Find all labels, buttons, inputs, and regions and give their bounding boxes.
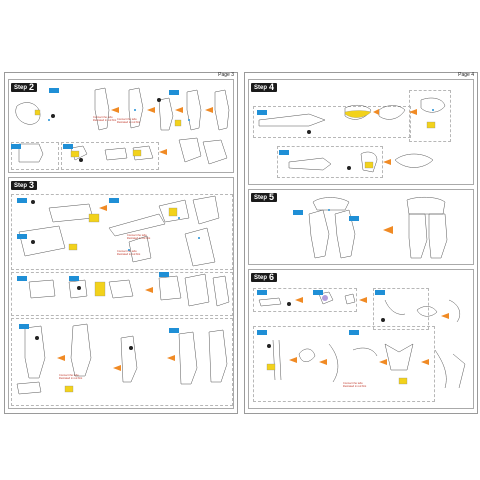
page-number: Page 4 bbox=[458, 72, 474, 78]
step-2-note-2: Connect the tabs illustrated in red firs… bbox=[117, 118, 141, 124]
step-3-note-2: Connect the tabs illustrated in red firs… bbox=[117, 250, 141, 256]
step-4-subpanel-a bbox=[253, 106, 411, 138]
step-6-note: Connect the tabs illustrated in red firs… bbox=[343, 382, 367, 388]
step-4-subpanel-b bbox=[409, 90, 451, 142]
step-6-subpanel-c bbox=[253, 326, 435, 402]
step-6-subpanel-a bbox=[253, 288, 357, 312]
step-2-note-1: Connect the tabs illustrated in red firs… bbox=[93, 116, 117, 122]
step-4-subpanel-c bbox=[277, 146, 383, 178]
step-3-diagram bbox=[9, 178, 233, 408]
step-3-subpanel-a bbox=[11, 194, 233, 270]
step-2-diagram bbox=[9, 80, 233, 172]
step-5-diagram bbox=[249, 190, 473, 264]
step-3-note-1: Connect the tabs illustrated in red firs… bbox=[127, 234, 151, 240]
step-3-subpanel-b bbox=[11, 272, 233, 316]
step-4-diagram bbox=[249, 80, 473, 184]
step-2-subpanel bbox=[11, 142, 59, 170]
step-3-note-3: Connect the tabs illustrated in red firs… bbox=[59, 374, 83, 380]
step-3-subpanel-c bbox=[11, 318, 233, 406]
step-6-diagram bbox=[249, 270, 473, 408]
step-2-subpanel-2 bbox=[61, 142, 159, 170]
step-6-subpanel-b bbox=[373, 288, 429, 330]
page-number: Page 3 bbox=[218, 72, 234, 78]
